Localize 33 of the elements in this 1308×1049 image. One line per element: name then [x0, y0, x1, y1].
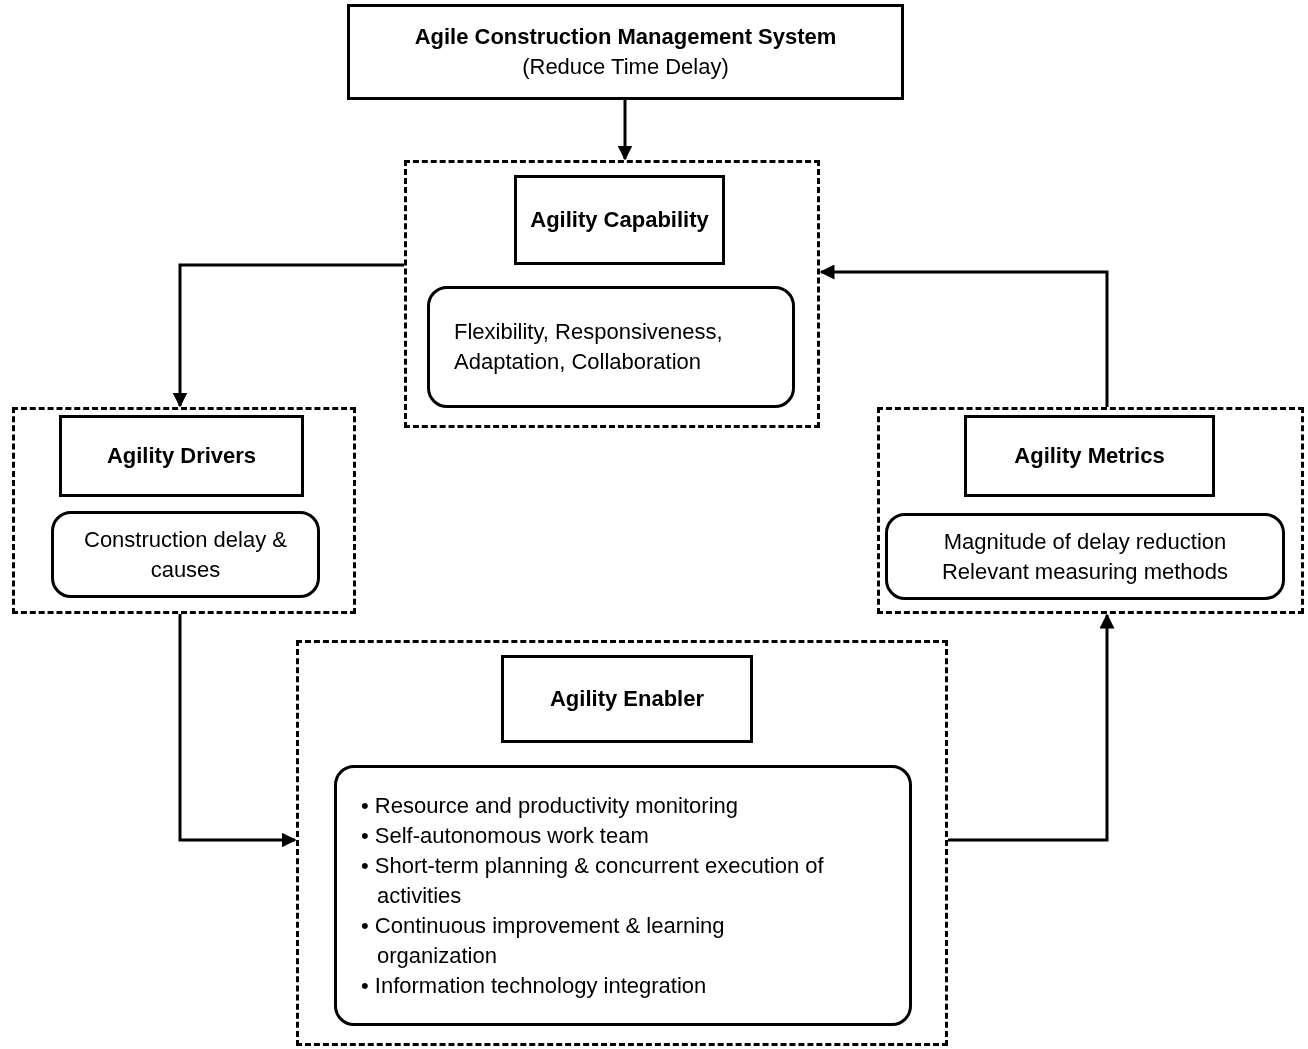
dashed-group-box — [296, 640, 948, 1046]
body-text: Magnitude of delay reduction — [943, 527, 1227, 556]
body-text: Construction delay & causes — [83, 525, 288, 584]
dashed-group-box — [877, 407, 1304, 614]
body-text: Relevant measuring methods — [941, 557, 1229, 586]
list-item-text: • Resource and productivity monitoring — [361, 791, 739, 820]
heading-text: Agile Construction Management System — [414, 23, 837, 51]
title-box — [347, 4, 904, 100]
body-text: Flexibility, Responsiveness, Adaptation, Collaboration — [454, 318, 724, 376]
heading-box — [964, 415, 1215, 497]
dashed-group-box — [12, 407, 356, 614]
heading-box — [59, 415, 304, 497]
rounded-box — [885, 513, 1285, 600]
list-item-text: • Self-autonomous work team — [361, 821, 650, 850]
list-item-text: • Information technology integration — [361, 971, 708, 1000]
heading-text: Agility Drivers — [106, 442, 257, 470]
heading-text: Agility Enabler — [549, 685, 704, 713]
heading-text: Agility Capability — [530, 206, 709, 234]
arrow — [178, 614, 297, 848]
arrow — [172, 263, 404, 408]
arrow — [819, 264, 1109, 407]
arrow — [948, 613, 1115, 842]
body-text: (Reduce Time Delay) — [522, 53, 729, 81]
heading-box — [501, 655, 753, 743]
dashed-group-box — [404, 160, 820, 428]
heading-text: Agility Metrics — [1014, 442, 1165, 470]
rounded-box — [334, 765, 912, 1026]
arrow — [617, 100, 633, 161]
heading-box — [514, 175, 725, 265]
list-item-text: • Continuous improvement & learning organization — [361, 911, 726, 970]
rounded-box — [51, 511, 320, 598]
rounded-box — [427, 286, 795, 408]
list-item-text: • Short-term planning & concurrent execution of activities — [361, 851, 825, 910]
